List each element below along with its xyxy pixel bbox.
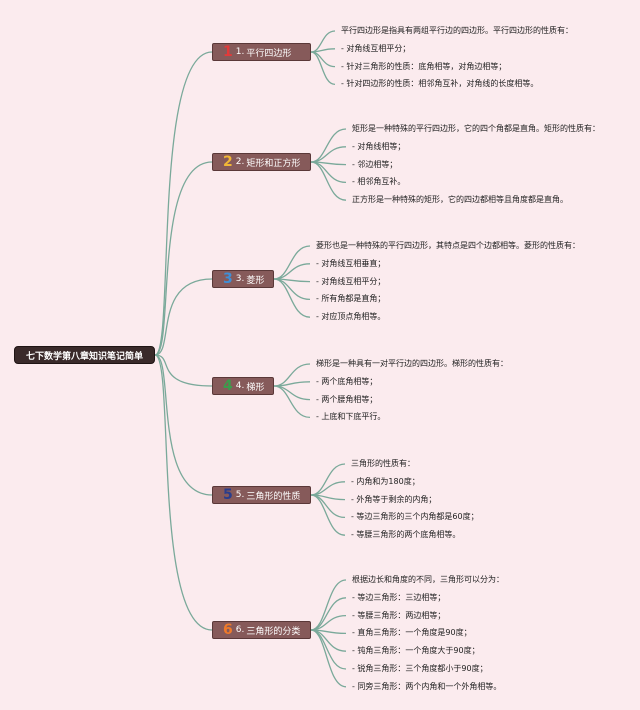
leaf-item[interactable]: - 所有角都是直角； <box>316 294 386 304</box>
topic-label-number: 5. <box>235 490 245 500</box>
root-label: 七下数学第八章知识笔记简单 <box>25 351 143 362</box>
leaf-item[interactable]: - 外角等于剩余的内角； <box>351 494 437 504</box>
leaf-item[interactable]: - 上底和下底平行。 <box>316 412 386 422</box>
leaf-item[interactable]: - 对角线互相平分； <box>341 43 411 53</box>
topic-number-icon: 6 <box>223 622 233 638</box>
leaf-item[interactable]: - 同旁三角形：两个内角和一个外角相等。 <box>352 681 502 691</box>
leaf-item[interactable]: 正方形是一种特殊的矩形，它的四边都相等且角度都是直角。 <box>352 195 568 205</box>
leaf-item[interactable]: - 对角线互相平分； <box>316 276 386 286</box>
leaf-item[interactable]: - 邻边相等； <box>352 159 398 169</box>
topic-label-number: 6. <box>235 625 245 635</box>
branch-line <box>310 161 347 201</box>
leaf-item[interactable]: 菱形也是一种特殊的平行四边形，其特点是四个边都相等。菱形的性质有： <box>316 241 580 250</box>
leaf-item[interactable]: - 锐角三角形：三个角度都小于90度； <box>352 664 488 673</box>
topic-label-number: 2. <box>235 157 245 167</box>
topic-label: 菱形 <box>246 275 265 286</box>
branch-line <box>154 278 213 356</box>
branch-line <box>273 278 311 318</box>
leaf-item[interactable]: - 等腰三角形：两边相等； <box>352 610 446 620</box>
leaf-item[interactable]: 根据边长和角度的不同，三角形可以分为： <box>352 575 504 584</box>
branch-line <box>310 494 346 519</box>
leaf-item[interactable]: - 直角三角形：一个角度是90度； <box>352 628 472 638</box>
branch-line <box>273 385 311 419</box>
branch-line <box>154 354 213 387</box>
leaf-item[interactable]: - 等边三角形：三边相等； <box>352 592 446 602</box>
branch-line <box>154 51 213 356</box>
branch-line <box>310 51 336 86</box>
leaf-item[interactable]: 平行四边形是指具有两组平行边的四边形。平行四边形的性质有： <box>341 26 573 35</box>
branch-line <box>310 629 347 688</box>
leaf-item[interactable]: - 两个底角相等； <box>316 376 378 386</box>
branch-line <box>310 463 346 496</box>
topic-number-icon: 1 <box>223 44 233 60</box>
topic-label: 矩形和正方形 <box>246 158 301 169</box>
leaf-item[interactable]: - 相邻角互补。 <box>352 177 406 187</box>
branch-line <box>273 263 311 280</box>
topic-label-number: 4. <box>235 381 245 391</box>
topic-number-icon: 4 <box>223 378 233 394</box>
branch-line <box>310 146 347 163</box>
topic-label: 梯形 <box>246 382 265 393</box>
leaf-item[interactable]: - 钝角三角形：一个角度大于90度； <box>352 646 480 656</box>
branch-line <box>310 128 347 163</box>
topic-label: 三角形的性质 <box>246 491 301 502</box>
branch-line <box>154 354 213 496</box>
topic-number-icon: 2 <box>223 154 233 170</box>
leaf-item[interactable]: - 对角线互相垂直； <box>316 258 386 268</box>
leaf-item[interactable]: 矩形是一种特殊的平行四边形，它的四个角都是直角。矩形的性质有： <box>352 124 600 133</box>
topic-label: 三角形的分类 <box>246 626 301 637</box>
leaf-item[interactable]: 梯形是一种具有一对平行边的四边形。梯形的性质有： <box>316 359 508 368</box>
branch-line <box>273 381 311 387</box>
branch-line <box>154 161 213 356</box>
topic-label: 平行四边形 <box>246 48 292 59</box>
leaf-item[interactable]: - 对应顶点角相等。 <box>316 312 386 322</box>
leaf-item[interactable]: - 两个腰角相等； <box>316 394 378 404</box>
leaf-item[interactable]: 三角形的性质有： <box>351 459 415 468</box>
topic-label-number: 3. <box>235 274 245 284</box>
leaf-item[interactable]: - 针对四边形的性质：相邻角互补，对角线的长度相等。 <box>341 79 539 89</box>
branch-line <box>310 494 346 536</box>
leaf-item[interactable]: - 等腰三角形的两个底角相等。 <box>351 530 461 540</box>
branch-line <box>154 354 213 631</box>
branch-line <box>273 245 311 280</box>
leaf-item[interactable]: - 对角线相等； <box>352 141 406 151</box>
root-node[interactable]: 七下数学第八章知识笔记简单 <box>14 346 155 364</box>
branch-line <box>273 363 311 387</box>
leaf-item[interactable]: - 针对三角形的性质：底角相等，对角边相等； <box>341 61 507 71</box>
leaf-item[interactable]: - 等边三角形的三个内角都是60度； <box>351 512 479 522</box>
leaf-item[interactable]: - 内角和为180度； <box>351 476 420 486</box>
topic-number-icon: 5 <box>223 487 233 503</box>
topic-label-number: 1. <box>235 47 245 57</box>
topic-number-icon: 3 <box>223 271 233 287</box>
